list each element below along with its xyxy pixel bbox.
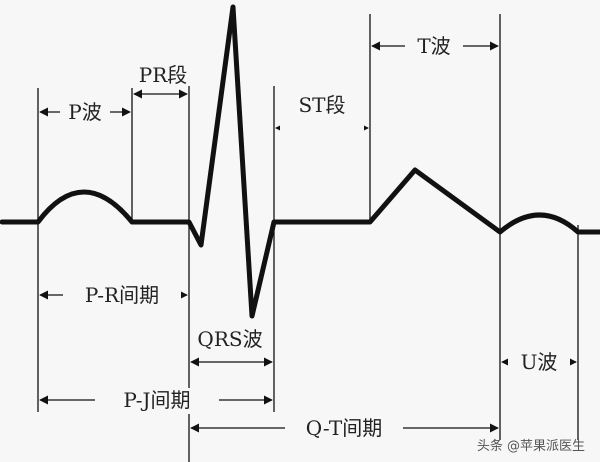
label-u-wave: U波 — [521, 350, 558, 374]
ecg-trace — [0, 4, 600, 319]
label-pr-segment: PR段 — [139, 63, 188, 87]
label-backings — [60, 34, 570, 442]
watermark: 头条 @苹果派医生 — [477, 438, 585, 454]
reference-lines — [37, 14, 579, 462]
label-qrs-wave: QRS波 — [197, 327, 262, 351]
label-t-wave: T波 — [417, 34, 450, 58]
label-pj-interval: P-J间期 — [123, 388, 190, 412]
label-qt-interval: Q-T间期 — [306, 416, 383, 440]
label-p-wave: P波 — [68, 100, 101, 124]
label-st-segment: ST段 — [298, 93, 345, 117]
label-pr-interval: P-R间期 — [85, 283, 159, 307]
